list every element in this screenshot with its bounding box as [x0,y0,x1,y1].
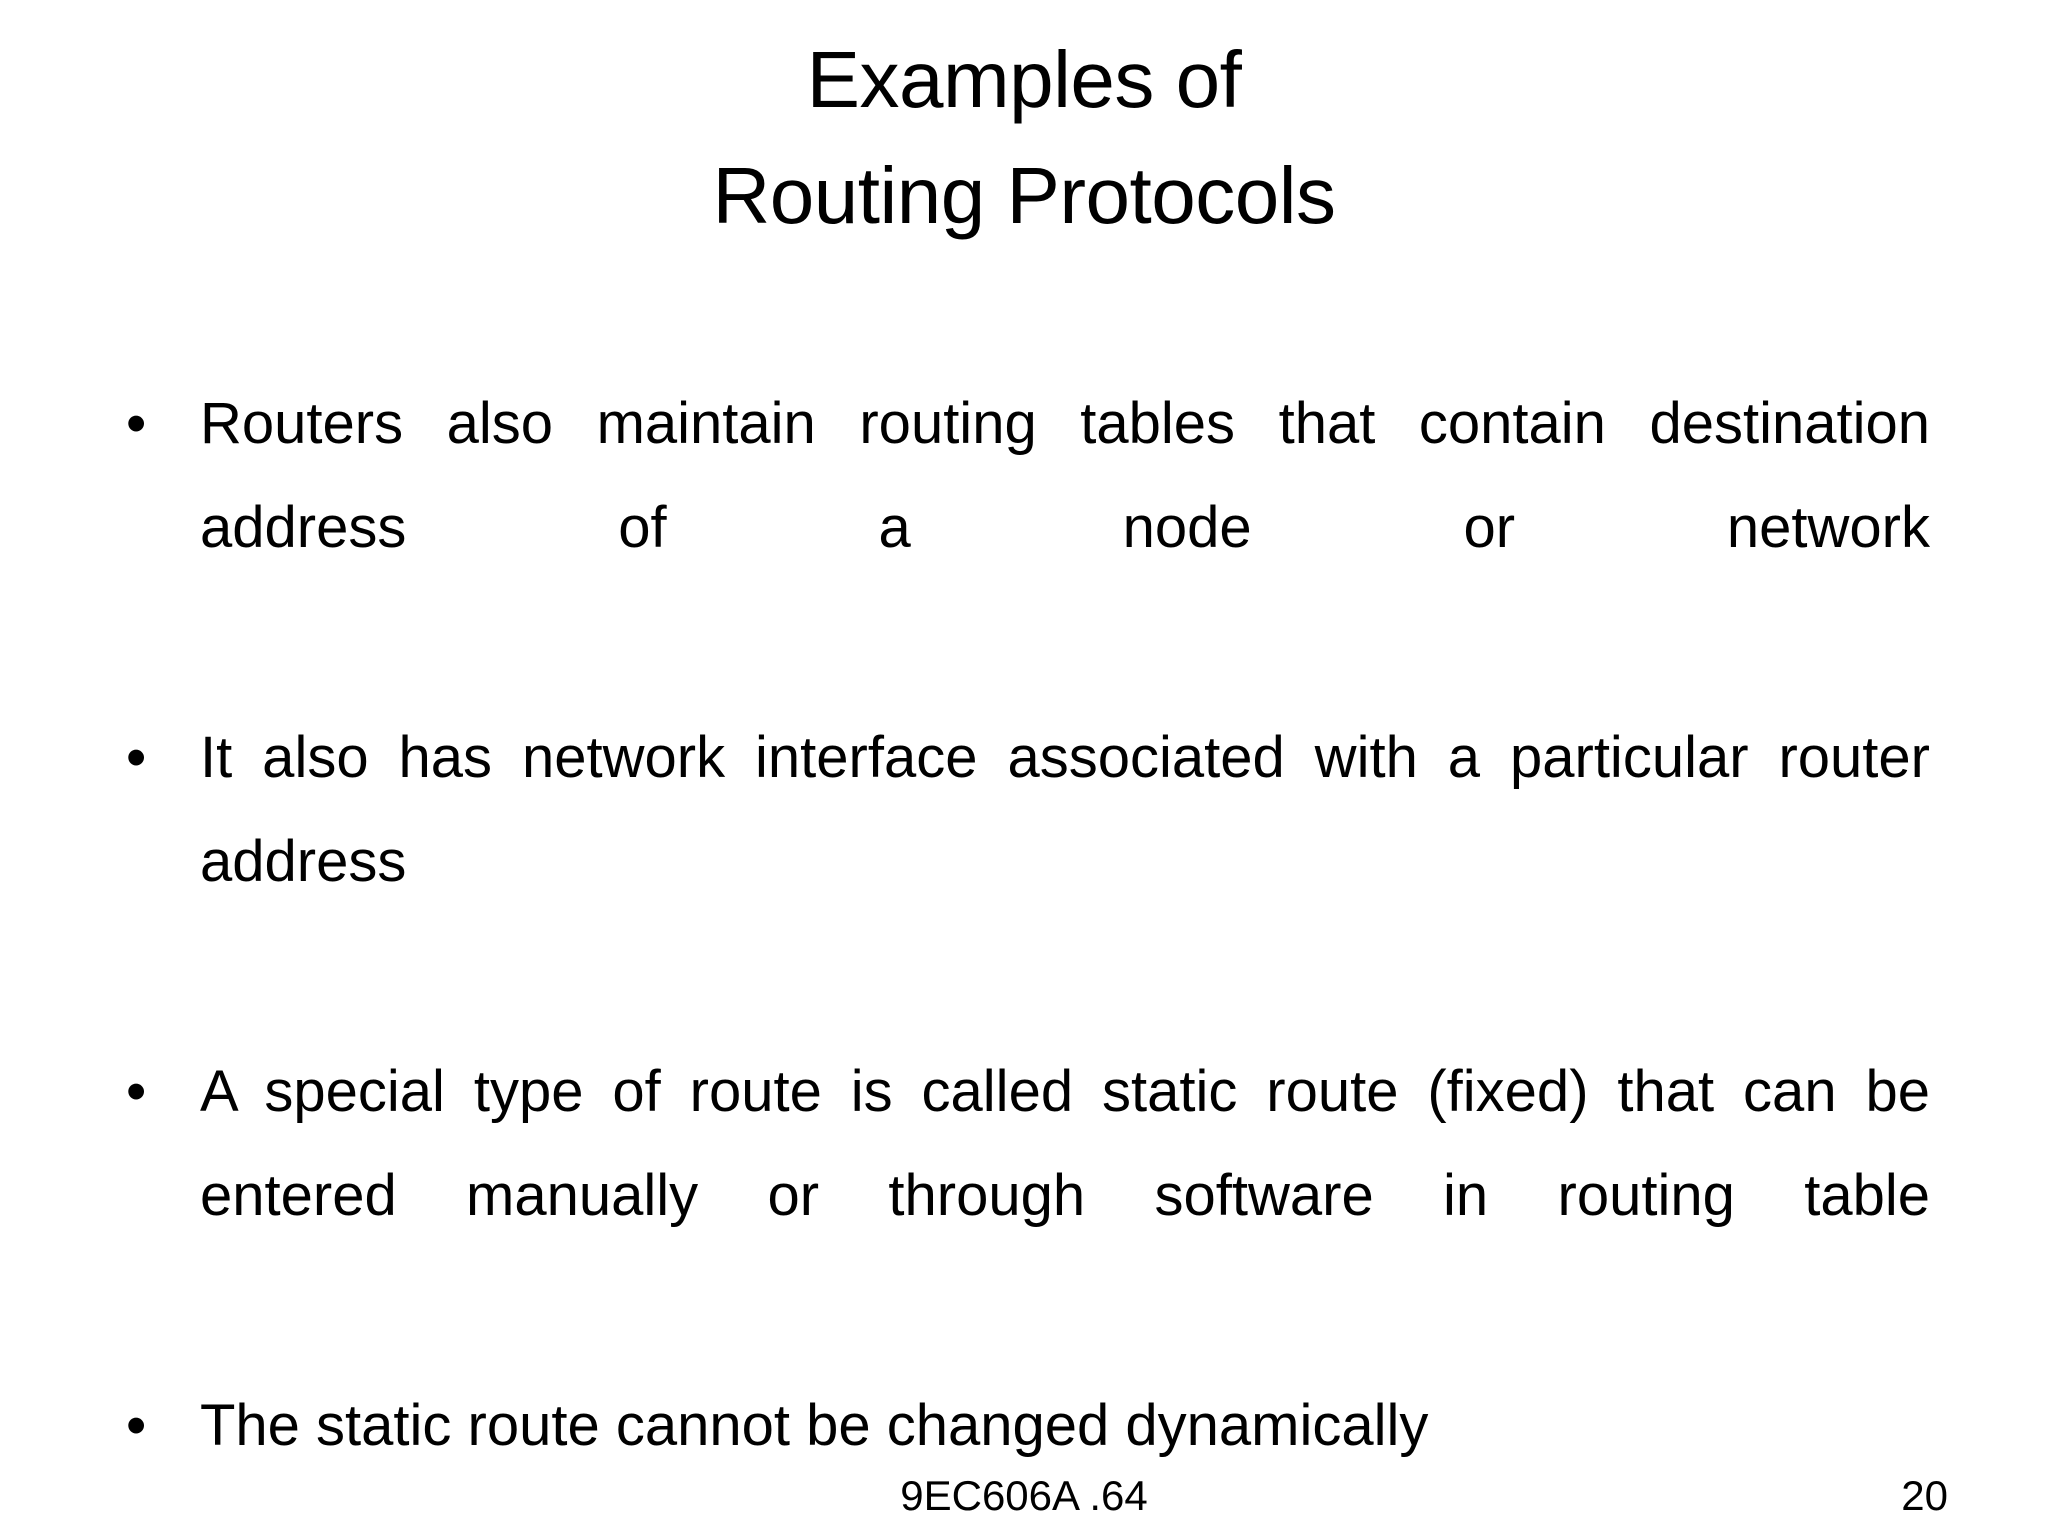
bullet-item-4-text: The static route cannot be changed dynam… [200,1393,1429,1458]
bullet-point-icon: • [126,1393,147,1458]
slide-title-line-1: Examples of [806,35,1242,124]
slide-title: Examples of Routing Protocols [0,22,2048,254]
bullet-point-icon: • [126,1059,147,1124]
bullet-item-1-text: Routers also maintain routing tables tha… [200,391,1930,560]
bullet-item-1: • Routers also maintain routing tables t… [118,372,1930,684]
footer-course-code: 9EC606A .64 [900,1472,1148,1519]
bullet-point-icon: • [126,725,147,790]
bullet-item-4: • The static route cannot be changed dyn… [118,1374,1930,1478]
bullet-item-2: • It also has network interface associat… [118,706,1930,1018]
bullet-item-2-text: It also has network interface associated… [200,725,1930,894]
bullet-point-icon: • [126,391,147,456]
footer-page-number: 20 [1901,1472,1948,1519]
bullet-item-3-text: A special type of route is called static… [200,1059,1930,1228]
bullet-item-3: • A special type of route is called stat… [118,1040,1930,1352]
bullet-list: • Routers also maintain routing tables t… [118,372,1930,1478]
slide-title-line-2: Routing Protocols [712,151,1336,240]
